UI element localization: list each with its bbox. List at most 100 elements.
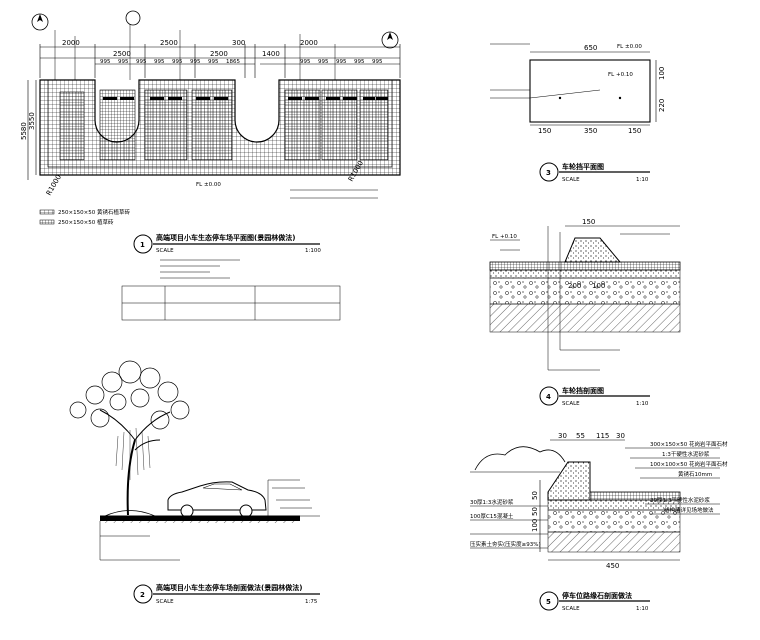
view1-title-block: 1 高端项目小车生态停车场平面图(景园林做法) SCALE 1:100: [133, 233, 321, 254]
view5-scale: 1:10: [636, 606, 649, 612]
dim-left-1: 5580: [20, 122, 28, 140]
view4-scale-label: SCALE: [562, 401, 580, 407]
v3-dim-150b: 150: [628, 127, 641, 135]
legend: 250×150×50 黄锈石植草砖 250×150×50 植草砖: [39, 208, 130, 226]
v4-paver-layer: [489, 261, 681, 271]
v4-sand-layer: [489, 269, 681, 279]
notes-table: [121, 259, 341, 321]
subdim-7: 995: [208, 59, 219, 65]
view4-number: 4: [546, 393, 551, 401]
legend-swatch-1: [39, 209, 55, 215]
v4-wheel-stop: [564, 237, 622, 263]
v5-label-left-2: 100厚C15混凝土: [470, 512, 514, 520]
view2-number: 2: [140, 591, 145, 599]
subdim-1: 995: [100, 59, 111, 65]
dim-top-6: 1400: [262, 50, 280, 58]
subdim-13: 995: [372, 59, 383, 65]
subdim-2: 995: [118, 59, 129, 65]
subdim-9: 995: [300, 59, 311, 65]
subdim-5: 995: [172, 59, 183, 65]
v3-fl: FL +0.10: [608, 72, 633, 78]
subdim-8: 1865: [226, 59, 240, 65]
view5-title: 停车位路缘石剖面做法: [562, 591, 632, 600]
subdim-4: 995: [154, 59, 165, 65]
view2-title: 高端项目小车生态停车场剖面做法(景园林做法): [156, 583, 302, 592]
view5-title-block: 5 停车位路缘石剖面做法 SCALE 1:10: [539, 591, 650, 612]
plan-view: 2000 2500 2500 2500 300 1400 2000 995 99…: [20, 10, 401, 321]
dim-top-5: 300: [232, 39, 245, 47]
view3-title-block: 3 车轮挡平面图 SCALE 1:10: [539, 162, 650, 183]
dim-top-7: 2000: [300, 39, 318, 47]
view4-title-block: 4 车轮挡剖面图 SCALE 1:10: [539, 386, 650, 407]
wheel-stops: [103, 97, 388, 100]
v5-label-right-3: 100×100×50 花岗岩平面石材: [650, 460, 728, 468]
v5-label-right-6: 结构层详见场地做法: [664, 506, 714, 514]
v5-dim-top-1: 30: [558, 432, 567, 440]
view1-scale: 1:100: [305, 248, 321, 254]
wheel-stop-plan: 650 FL ±0.00 FL +0.10 150 350 150 100 22…: [490, 43, 666, 183]
v4-base-layer: [489, 277, 681, 305]
subdim-12: 995: [354, 59, 365, 65]
v5-dim-left-2: 50: [531, 507, 539, 516]
v4-fl: FL +0.10: [492, 234, 517, 240]
plan-radius-left: R1000: [45, 173, 63, 197]
v5-label-right-2: 1:3干硬性水泥砂浆: [662, 450, 710, 458]
v5-dim-left-1: 50: [531, 491, 539, 500]
v5-label-left-3: 压实素土夯实(压实度≥93%): [470, 540, 541, 548]
dim-top-3: 2500: [160, 39, 178, 47]
view5-number: 5: [546, 598, 551, 606]
wheel-stop-outline: [529, 59, 651, 123]
wheel-stop-section: FL +0.10 150 200 100 4 车轮挡剖面图 SCALE 1:10: [489, 218, 681, 407]
ground-strip: [100, 516, 300, 521]
v5-dim-top-2: 55: [576, 432, 585, 440]
subdim-6: 995: [190, 59, 201, 65]
v3-dim-650: 650: [584, 44, 597, 52]
view3-scale: 1:10: [636, 177, 649, 183]
view2-title-block: 2 高端项目小车生态停车场剖面做法(景园林做法) SCALE 1:75: [133, 583, 320, 605]
view1-title: 高端项目小车生态停车场平面图(景园林做法): [156, 233, 295, 242]
view1-number: 1: [140, 241, 145, 249]
view4-title: 车轮挡剖面图: [562, 386, 604, 395]
tree-illustration: [69, 360, 190, 517]
plan-fl: FL ±0.00: [196, 182, 221, 188]
v3-dim-100: 100: [658, 67, 666, 80]
car-illustration: [167, 481, 267, 518]
subdim-10: 995: [318, 59, 329, 65]
v5-label-right-1: 300×150×50 花岗岩平面石材: [650, 440, 728, 448]
legend-swatch-2: [39, 219, 55, 225]
v5-curb-stone: [547, 461, 591, 501]
view3-scale-label: SCALE: [562, 177, 580, 183]
subdim-3: 995: [136, 59, 147, 65]
v5-label-right-4: 黄锈石10mm: [678, 470, 712, 478]
view2-scale-label: SCALE: [156, 599, 174, 605]
v5-label-right-5: 30厚1:3干硬性水泥砂浆: [650, 496, 710, 504]
v3-fl-top: FL ±0.00: [617, 44, 642, 50]
view5-scale-label: SCALE: [562, 606, 580, 612]
v4-dim-200: 200: [568, 282, 581, 290]
parking-bays: [59, 89, 389, 161]
dim-top-1: 2000: [62, 39, 80, 47]
v5-label-left-1: 30厚1:3水泥砂浆: [470, 498, 514, 506]
v5-dim-left-3: 100: [531, 519, 539, 532]
legend-item-2: 250×150×50 植草砖: [58, 218, 114, 226]
v4-dim-top: 150: [582, 218, 595, 226]
dim-left-2: 3550: [28, 112, 36, 130]
subdim-11: 995: [336, 59, 347, 65]
v3-dim-150a: 150: [538, 127, 551, 135]
view1-scale-label: SCALE: [156, 248, 174, 254]
v5-concrete: [547, 509, 681, 533]
v3-dim-350: 350: [584, 127, 597, 135]
view3-number: 3: [546, 169, 551, 177]
dim-top-4: 2500: [210, 50, 228, 58]
v5-soil: [547, 531, 681, 553]
v5-dim-top-3: 115: [596, 432, 609, 440]
v4-dim-100: 100: [592, 282, 605, 290]
view4-scale: 1:10: [636, 401, 649, 407]
legend-item-1: 250×150×50 黄锈石植草砖: [58, 208, 130, 216]
v5-shrub: [474, 446, 566, 471]
v4-soil-layer: [489, 303, 681, 333]
view3-title: 车轮挡平面图: [562, 162, 604, 171]
view2-scale: 1:75: [305, 599, 318, 605]
